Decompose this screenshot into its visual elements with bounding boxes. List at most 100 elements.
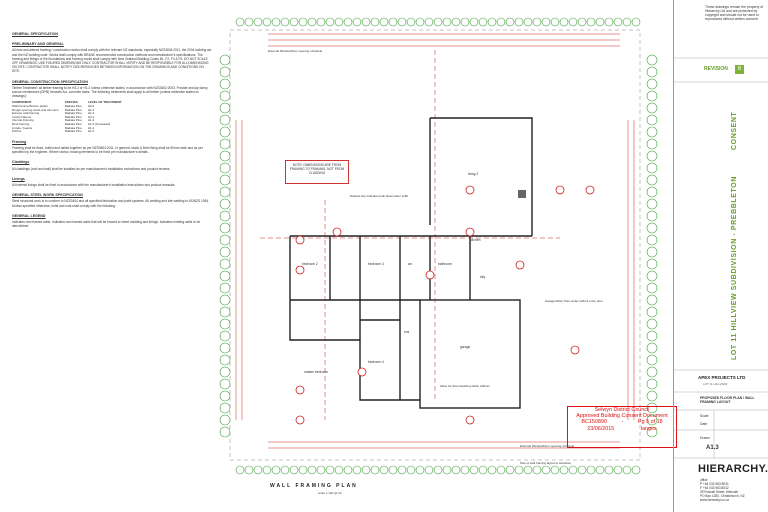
tree-symbol	[271, 465, 281, 475]
tree-symbol	[280, 17, 290, 27]
office-line: PO Box 1350, Christchurch, NZ	[700, 494, 745, 498]
tree-symbol	[219, 198, 231, 210]
dimension-lines	[235, 33, 635, 449]
tree-symbol	[235, 17, 245, 27]
tree-symbol	[219, 150, 231, 162]
bracing-marker	[357, 367, 367, 377]
tree-symbol	[334, 465, 344, 475]
tree-symbol	[646, 174, 658, 186]
tree-symbol	[235, 465, 245, 475]
tree-symbol	[219, 318, 231, 330]
table-header-cell: LEVEL OF TREATMENT	[87, 100, 122, 105]
tree-symbol	[646, 282, 658, 294]
tree-symbol	[433, 465, 443, 475]
tree-symbol	[550, 17, 560, 27]
table-cell: H3.1	[87, 114, 95, 119]
tree-symbol	[469, 465, 479, 475]
site-boundary	[229, 29, 641, 461]
tree-symbol	[262, 465, 272, 475]
tree-symbol	[646, 414, 658, 426]
tree-symbol	[595, 465, 605, 475]
tree-symbol	[631, 17, 641, 27]
tree-symbol	[388, 465, 398, 475]
tree-symbol	[289, 17, 299, 27]
bracing-marker	[295, 415, 305, 425]
room-garage: garage	[460, 345, 471, 349]
room-laundry: ldry	[480, 275, 486, 279]
spec-paragraph: Steel structural work is to conform to N…	[12, 199, 210, 208]
spec-heading: PRELIMINARY AND GENERAL	[12, 42, 64, 47]
tree-symbol	[646, 270, 658, 282]
spec-title: GENERAL SPECIFICATION	[12, 32, 58, 36]
table-cell: Radiata Pine	[64, 118, 82, 123]
tree-symbol	[253, 465, 263, 475]
scale-label: Scale	[700, 414, 709, 418]
table-cell: Radiata Pine	[64, 125, 82, 130]
revision-value: B	[735, 65, 744, 74]
room-living: living 2	[468, 172, 479, 176]
title-block-lines	[674, 57, 768, 459]
tree-symbol	[646, 318, 658, 330]
tree-symbol	[541, 465, 551, 475]
bracing-marker	[555, 185, 565, 195]
bracing-marker	[515, 260, 525, 270]
stamp-approval: Approved Building Consent Document	[576, 413, 668, 420]
table-cell: H1.2 (Untreated)	[87, 122, 111, 126]
tree-symbol	[622, 17, 632, 27]
tree-symbol	[646, 222, 658, 234]
callout-6: Size of wall framing layout to elevation	[520, 461, 572, 465]
spec-heading: GENERAL STEEL WORK SPECIFICATION	[12, 193, 83, 198]
project-name-vertical: LOT 11 HILLVIEW SUBDIVISION - PREBBLETON	[731, 176, 738, 360]
tree-symbol	[523, 17, 533, 27]
spec-paragraph: All new and altered framing / constructi…	[12, 48, 212, 74]
table-cell: Radiata Pine	[64, 107, 82, 112]
office-line: www.hierarchy.co.nz	[700, 498, 729, 502]
date-label: Date	[700, 422, 708, 426]
bracing-marker	[295, 235, 305, 245]
table-cell: Lintels / beams	[12, 125, 33, 130]
room-bedroom-2: bedroom 2	[302, 262, 318, 266]
tree-symbol	[622, 465, 632, 475]
tree-symbol	[219, 114, 231, 126]
tree-symbol	[424, 17, 434, 27]
tree-symbol	[289, 465, 299, 475]
tree-symbol	[415, 465, 425, 475]
tree-symbol	[219, 426, 231, 438]
tree-symbol	[219, 354, 231, 366]
tree-symbol	[646, 126, 658, 138]
bracing-marker	[295, 265, 305, 275]
tree-symbol	[298, 465, 308, 475]
tree-symbol	[646, 186, 658, 198]
bracing-marker	[425, 270, 435, 280]
spec-paragraph: Indicates new framed walls. Indicates ne…	[12, 220, 201, 229]
callout-1: External Window/Door opening schedule	[268, 49, 323, 53]
room-master: master bedroom	[303, 370, 328, 374]
plan-title: WALL FRAMING PLAN	[270, 483, 358, 489]
tree-symbol	[397, 465, 407, 475]
table-cell: Radiata Pine	[64, 129, 82, 134]
stamp-council: Selwyn District Council	[594, 407, 650, 413]
tree-symbol	[505, 465, 515, 475]
tree-symbol	[451, 17, 461, 27]
tree-symbol	[219, 186, 231, 198]
tree-symbol	[379, 465, 389, 475]
spec-paragraph: Timber Treatment: all timber framing to …	[12, 85, 208, 99]
tree-symbol	[219, 270, 231, 282]
tree-symbol	[219, 54, 231, 66]
tree-symbol	[646, 210, 658, 222]
tree-symbol	[316, 465, 326, 475]
title-block	[673, 0, 768, 512]
tree-symbol	[613, 17, 623, 27]
tree-symbol	[646, 306, 658, 318]
stamp-page: Pg 5 of 18	[638, 419, 663, 426]
table-cell: Roof framing	[12, 122, 30, 126]
tree-symbol	[631, 465, 641, 475]
tree-symbol	[219, 366, 231, 378]
tree-symbol	[646, 258, 658, 270]
